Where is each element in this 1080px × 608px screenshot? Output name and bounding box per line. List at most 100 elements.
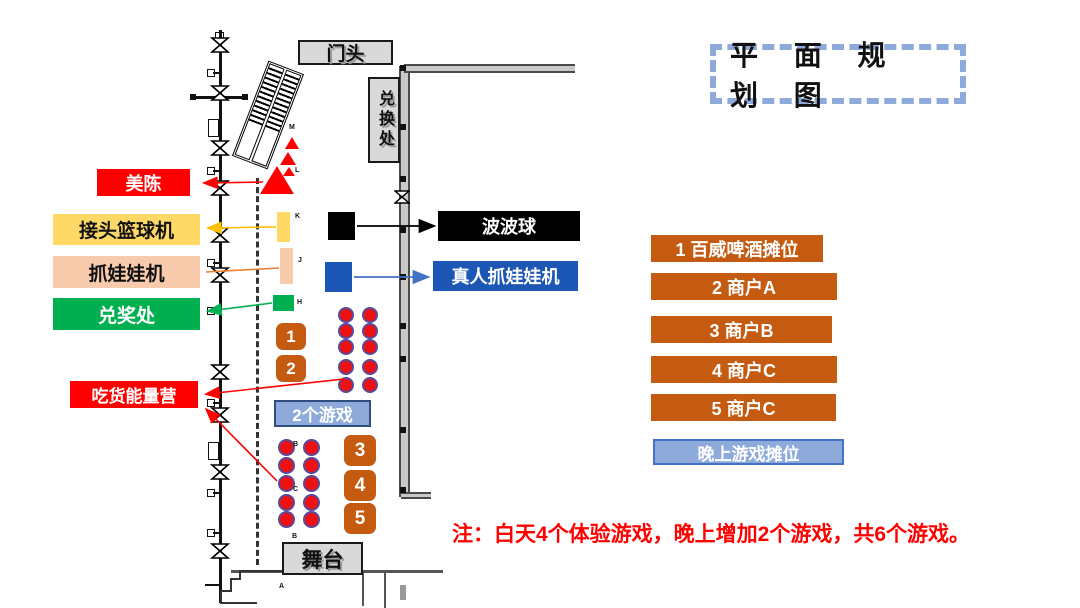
wall-marker bbox=[400, 487, 406, 493]
table-dot bbox=[277, 438, 295, 456]
foodie-camp-label: 吃货能量营 bbox=[70, 381, 198, 408]
table-dot bbox=[338, 359, 354, 375]
stage-steps bbox=[220, 570, 283, 604]
wall-column-symbol bbox=[209, 85, 231, 106]
stage-wall bbox=[384, 572, 386, 608]
arrow-decor bbox=[201, 176, 264, 190]
stall-number: 2 bbox=[276, 355, 306, 382]
wall-marker bbox=[400, 356, 406, 362]
night-stalls-label: 晚上游戏摊位 bbox=[653, 439, 844, 465]
page-title: 平 面 规 划 图 bbox=[710, 40, 966, 111]
table-dot bbox=[277, 456, 295, 474]
wall-segment bbox=[400, 585, 406, 600]
stall-number: 1 bbox=[276, 323, 306, 350]
stage-wall-right bbox=[362, 570, 443, 573]
table-dot bbox=[362, 359, 378, 375]
basketball-machine-marker bbox=[277, 212, 290, 242]
plan-letter: A bbox=[279, 583, 285, 590]
plan-letter: B bbox=[292, 533, 298, 540]
wall-stub bbox=[213, 170, 220, 172]
door-symbol bbox=[208, 442, 219, 460]
wall-column-symbol bbox=[209, 364, 231, 385]
decor-triangle bbox=[285, 137, 299, 149]
wall-marker bbox=[400, 427, 406, 433]
table-dot bbox=[338, 377, 354, 393]
bobo-ball-marker bbox=[328, 212, 355, 240]
legend-item: 4 商户C bbox=[651, 356, 837, 383]
table-dot bbox=[302, 510, 320, 528]
two-games-label: 2个游戏 bbox=[274, 400, 371, 427]
plan-letter: H bbox=[297, 299, 303, 306]
right-wall-corner bbox=[401, 492, 431, 499]
wall-column-symbol bbox=[209, 464, 231, 485]
wall-stub bbox=[205, 584, 220, 586]
decor-label: 美陈 bbox=[97, 169, 190, 196]
plan-letter: C bbox=[293, 486, 299, 493]
arrow-basketball bbox=[205, 221, 277, 235]
wall-column-symbol bbox=[393, 190, 411, 209]
wall-stub bbox=[213, 72, 220, 74]
arrow-prize bbox=[205, 302, 273, 316]
table-dot bbox=[338, 307, 354, 323]
inner-partition bbox=[256, 178, 259, 565]
stall-number: 5 bbox=[344, 503, 376, 534]
stage: 舞台 bbox=[282, 542, 363, 575]
claw-machine-marker bbox=[280, 248, 293, 284]
plan-letter: L bbox=[295, 167, 300, 174]
table-dot bbox=[302, 474, 320, 492]
entrance-sign: 门头 bbox=[298, 40, 393, 65]
legend-item: 2 商户A bbox=[651, 273, 837, 300]
arrow-foodie-1 bbox=[203, 378, 345, 399]
table-dot bbox=[362, 323, 378, 339]
right-wall bbox=[399, 66, 410, 497]
wall-marker bbox=[400, 176, 406, 182]
wall-stub bbox=[213, 402, 220, 404]
wall-column-symbol bbox=[209, 37, 231, 58]
plan-letter: M bbox=[289, 124, 295, 131]
arrow-foodie-2 bbox=[204, 407, 278, 482]
stall-number: 3 bbox=[344, 435, 376, 466]
table-dot bbox=[277, 510, 295, 528]
prize-marker bbox=[273, 295, 294, 311]
human-claw-marker bbox=[325, 262, 352, 292]
table-dot bbox=[302, 438, 320, 456]
stage-wall bbox=[362, 572, 364, 606]
wall-marker bbox=[400, 65, 406, 71]
legend-item: 5 商户C bbox=[651, 394, 836, 421]
basketball-machine-label: 接头篮球机 bbox=[53, 214, 200, 245]
table-dot bbox=[277, 493, 295, 511]
bobo-ball-label: 波波球 bbox=[438, 211, 580, 241]
note-text: 注：白天4个体验游戏，晚上增加2个游戏，共6个游戏。 bbox=[452, 523, 971, 546]
wall-marker bbox=[400, 323, 406, 329]
line-claw bbox=[205, 267, 280, 273]
wall-stub bbox=[213, 262, 220, 264]
decor-triangle bbox=[260, 166, 294, 194]
table-dot bbox=[338, 323, 354, 339]
decor-triangle bbox=[280, 152, 296, 165]
table-dot bbox=[362, 307, 378, 323]
wall-stub bbox=[213, 492, 220, 494]
human-claw-label: 真人抓娃娃机 bbox=[433, 261, 578, 291]
legend-item: 1 百威啤酒摊位 bbox=[651, 235, 823, 262]
table-dot bbox=[302, 493, 320, 511]
plan-letter: K bbox=[295, 213, 301, 220]
table-dot bbox=[302, 456, 320, 474]
claw-machine-label: 抓娃娃机 bbox=[53, 256, 200, 288]
plan-letter: B bbox=[293, 441, 299, 448]
plan-letter: J bbox=[298, 257, 302, 264]
exchange-counter: 兑换处 bbox=[368, 77, 400, 163]
top-wall bbox=[404, 64, 575, 73]
door-symbol bbox=[208, 119, 219, 137]
table-dot bbox=[338, 339, 354, 355]
wall-column-symbol bbox=[209, 543, 231, 564]
prize-redemption-label: 兑奖处 bbox=[53, 298, 200, 330]
table-dot bbox=[277, 474, 295, 492]
table-dot bbox=[362, 339, 378, 355]
wall-column-symbol bbox=[209, 140, 231, 161]
stall-number: 4 bbox=[344, 470, 376, 501]
wall-marker bbox=[400, 124, 406, 130]
wall-marker bbox=[400, 227, 406, 233]
legend-item: 3 商户B bbox=[651, 316, 832, 343]
